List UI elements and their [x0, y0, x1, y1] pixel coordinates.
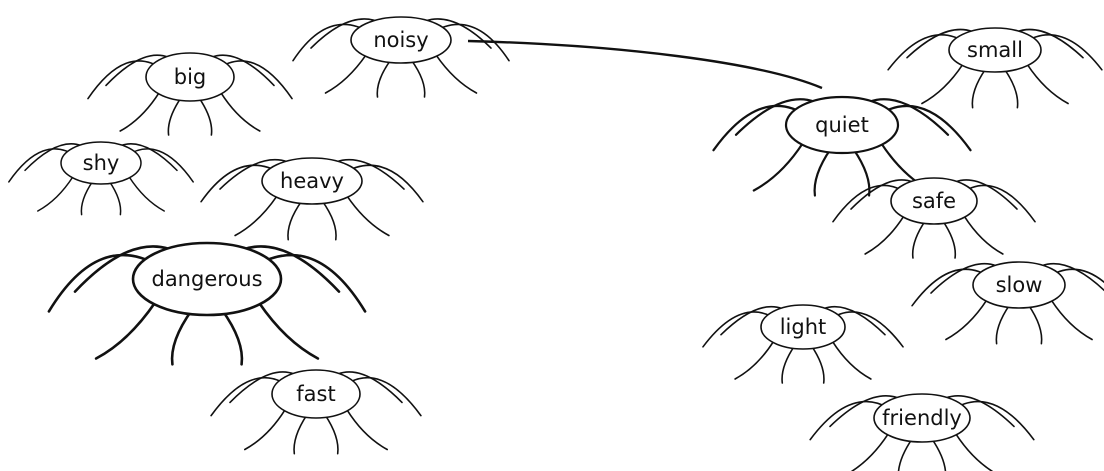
spider-friendly[interactable]: friendly: [809, 393, 1035, 471]
spider-leg: [921, 63, 964, 105]
spider-body: [145, 52, 235, 102]
spider-word-label: heavy: [280, 169, 344, 193]
spider-leg: [346, 408, 388, 451]
spider-light[interactable]: light: [702, 304, 904, 384]
spider-body: [760, 304, 846, 350]
spider-leg: [410, 58, 426, 98]
spider-leg: [852, 147, 871, 197]
spider-body: [131, 241, 283, 317]
spider-safe[interactable]: safe: [832, 177, 1036, 259]
spider-body: [350, 16, 452, 64]
spider-leg: [244, 408, 286, 451]
spider-body: [873, 393, 971, 443]
spider-word-label: big: [174, 65, 207, 89]
spider-fast[interactable]: fast: [210, 369, 422, 455]
spider-leg: [293, 413, 308, 455]
spider-shy[interactable]: shy: [8, 141, 194, 216]
spider-leg: [170, 308, 194, 366]
spider-word-label: shy: [83, 151, 120, 175]
spider-leg: [167, 96, 182, 136]
spider-leg: [128, 175, 165, 212]
spider-leg: [376, 58, 392, 98]
spider-leg: [1003, 67, 1019, 109]
spider-body: [890, 177, 978, 225]
spider-leg: [321, 199, 337, 241]
spider-leg: [752, 142, 804, 192]
spider-body: [972, 261, 1066, 309]
spider-word-label: slow: [996, 273, 1043, 297]
spider-dangerous[interactable]: dangerous: [47, 241, 367, 366]
spider-leg: [813, 147, 832, 197]
spider-leg: [850, 432, 890, 471]
spider-leg: [941, 219, 957, 259]
spider-leg: [220, 91, 261, 132]
spider-leg: [220, 308, 244, 366]
spider-word-label: small: [967, 38, 1023, 62]
spider-leg: [257, 301, 320, 360]
spider-body: [261, 157, 363, 205]
spider-leg: [108, 180, 122, 216]
spider-leg: [198, 96, 213, 136]
spider-big[interactable]: big: [87, 52, 293, 136]
spider-leg: [324, 413, 339, 455]
spider-word-label: light: [780, 315, 827, 339]
spider-leg: [119, 91, 160, 132]
spider-leg: [37, 175, 74, 212]
spider-body: [948, 27, 1042, 73]
spider-leg: [435, 54, 478, 94]
spider-quiet[interactable]: quiet: [712, 95, 972, 197]
spider-leg: [963, 215, 1004, 255]
spider-leg: [897, 437, 914, 471]
spider-leg: [287, 199, 303, 241]
spider-leg: [346, 195, 390, 237]
spider-noisy[interactable]: noisy: [292, 16, 510, 98]
spider-leg: [1027, 303, 1043, 345]
spider-word-label: safe: [912, 189, 956, 213]
spider-leg: [995, 303, 1011, 345]
match-line-noisy-quiet[interactable]: [467, 39, 823, 90]
spider-leg: [954, 432, 994, 471]
spider-leg: [781, 344, 796, 384]
spider-leg: [864, 215, 905, 255]
spider-word-label: noisy: [373, 28, 428, 52]
spider-heavy[interactable]: heavy: [200, 157, 424, 241]
spider-leg: [945, 299, 988, 341]
spider-leg: [810, 344, 825, 384]
spider-word-label: quiet: [815, 113, 869, 137]
spider-word-label: friendly: [882, 406, 962, 430]
spider-leg: [1026, 63, 1069, 105]
spider-word-label: fast: [296, 382, 335, 406]
spider-leg: [734, 340, 775, 380]
spider-leg: [831, 340, 872, 380]
spider-leg: [234, 195, 278, 237]
spider-body: [271, 369, 361, 419]
spider-leg: [80, 180, 94, 216]
spider-word-label: dangerous: [151, 267, 262, 291]
spider-body: [784, 95, 900, 155]
spider-leg: [94, 301, 157, 360]
spider-slow[interactable]: slow: [911, 261, 1104, 345]
spider-small[interactable]: small: [887, 27, 1103, 109]
spider-leg: [911, 219, 927, 259]
spider-leg: [1050, 299, 1093, 341]
spider-body: [60, 141, 142, 185]
spider-leg: [930, 437, 947, 471]
spider-leg: [971, 67, 987, 109]
spider-leg: [324, 54, 367, 94]
